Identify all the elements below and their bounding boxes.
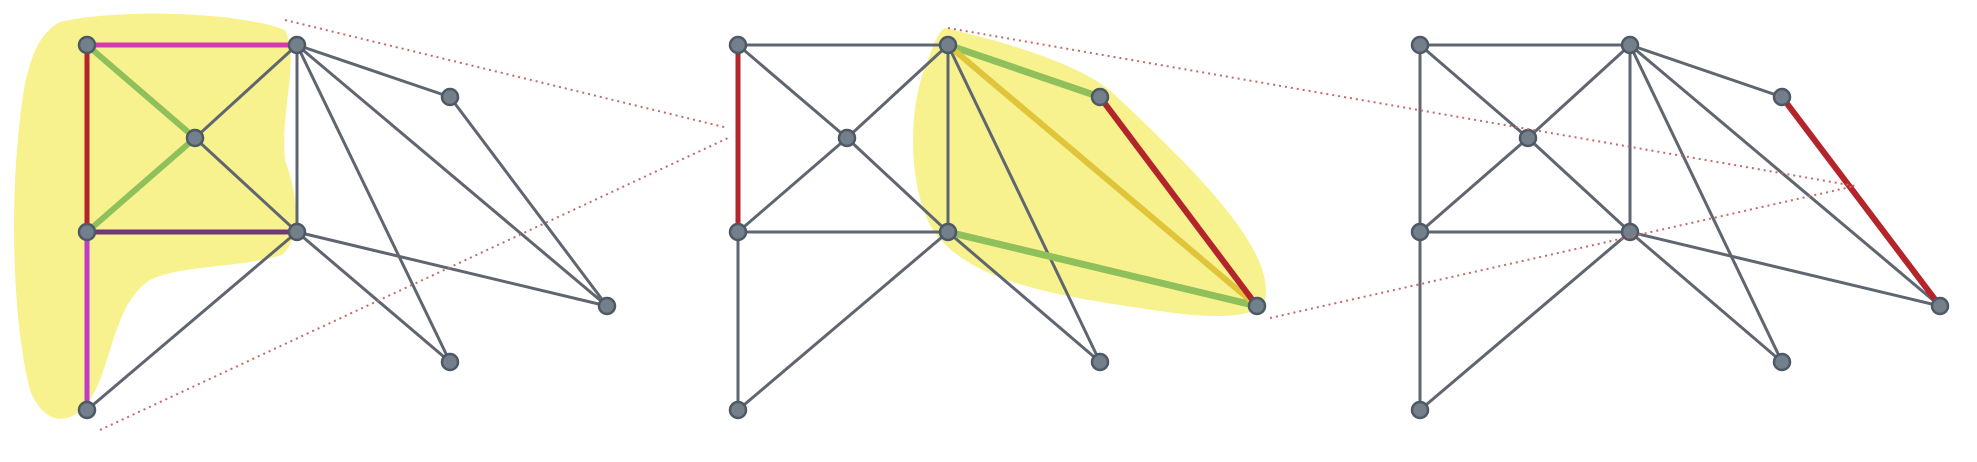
node-e: [287, 222, 307, 242]
edge: [946, 230, 1102, 364]
edge: [85, 230, 299, 412]
node-e: [938, 222, 958, 242]
node-g: [1410, 400, 1430, 420]
edge: [1418, 230, 1632, 412]
node-d: [1410, 222, 1430, 242]
node-i: [1772, 352, 1792, 372]
node-d: [728, 222, 748, 242]
highlight-region-left: [14, 13, 296, 419]
panel-right: [1410, 35, 1950, 420]
connector-left-to-middle-top: [284, 19, 729, 129]
edge: [295, 43, 452, 99]
node-h: [1247, 296, 1267, 316]
edge: [193, 43, 299, 140]
node-h: [597, 296, 617, 316]
edge: [295, 230, 452, 364]
edge: [295, 43, 609, 308]
edge: [845, 136, 950, 234]
accent-edge-a-c: [84, 42, 198, 141]
edge: [845, 43, 950, 140]
panel-middle: [728, 28, 1267, 420]
node-a: [728, 35, 748, 55]
edge: [295, 230, 609, 308]
accent-edge-f-h: [1779, 94, 1943, 309]
node-c: [185, 128, 205, 148]
node-h: [1930, 296, 1950, 316]
node-e: [1620, 222, 1640, 242]
node-f: [1772, 87, 1792, 107]
edge: [1418, 136, 1530, 234]
edge: [1526, 43, 1632, 140]
edge: [946, 43, 1102, 364]
panel-left: [14, 13, 617, 420]
highlight-region-middle: [913, 28, 1266, 317]
node-b: [1620, 35, 1640, 55]
node-b: [938, 35, 958, 55]
accent-edge-b-f: [944, 41, 1104, 101]
accent-edge-c-d: [84, 135, 198, 235]
edge: [295, 43, 452, 364]
node-d: [77, 222, 97, 242]
node-a: [77, 35, 97, 55]
node-i: [1090, 352, 1110, 372]
edge: [1628, 43, 1784, 364]
edge: [736, 136, 849, 234]
node-g: [728, 400, 748, 420]
edge: [1628, 230, 1784, 364]
connector-left-to-middle-bottom: [99, 137, 729, 431]
node-f: [1090, 87, 1110, 107]
edge: [736, 43, 849, 140]
node-b: [287, 35, 307, 55]
edge: [448, 95, 609, 308]
node-c: [837, 128, 857, 148]
accent-edge-b-h: [945, 42, 1260, 309]
edge: [736, 230, 950, 412]
node-g: [77, 400, 97, 420]
edge: [1526, 136, 1632, 234]
edge: [193, 136, 299, 234]
node-f: [440, 87, 460, 107]
panel-connectors: [99, 19, 1856, 431]
node-i: [440, 352, 460, 372]
accent-edge-e-h: [944, 228, 1261, 310]
node-c: [1518, 128, 1538, 148]
accent-edge-f-h: [1097, 94, 1260, 309]
connector-middle-to-right-bottom: [1269, 185, 1856, 319]
edge: [1418, 43, 1530, 140]
node-a: [1410, 35, 1430, 55]
edge: [1628, 230, 1942, 308]
edge: [1628, 43, 1784, 99]
edge: [1628, 43, 1942, 308]
